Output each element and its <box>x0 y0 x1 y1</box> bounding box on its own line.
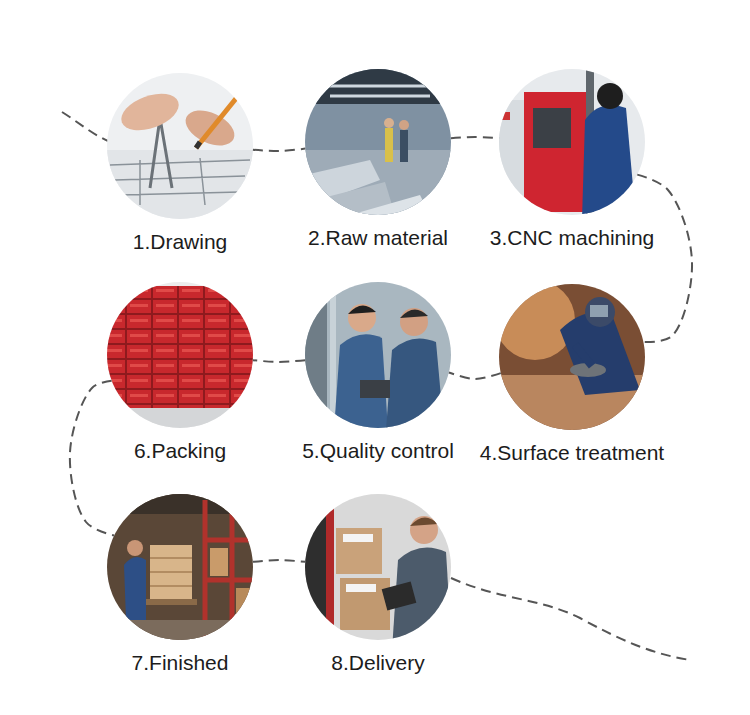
photo-circle <box>305 494 451 640</box>
photo-circle <box>499 284 645 430</box>
dashed-connector <box>70 381 114 536</box>
dashed-connector <box>253 149 305 151</box>
process-step: 1.Drawing <box>107 73 253 254</box>
dashed-connector <box>253 560 305 562</box>
dashed-tail <box>62 112 108 141</box>
process-step: 8.Delivery <box>305 494 451 675</box>
process-step: 3.CNC machining <box>484 69 661 250</box>
cnc-photo <box>495 66 655 226</box>
step-label: 4.Surface treatment <box>474 441 670 465</box>
step-label: 6.Packing <box>107 439 253 463</box>
process-step: 7.Finished <box>107 494 253 675</box>
packed-boxes-photo <box>100 280 260 440</box>
process-step: 6.Packing <box>107 282 253 463</box>
dashed-tail <box>451 578 690 660</box>
process-step: 4.Surface treatment <box>474 284 670 465</box>
dashed-connector <box>449 373 501 379</box>
warehouse-stock-photo <box>100 492 260 652</box>
photo-circle <box>305 282 451 428</box>
photo-circle <box>107 73 253 219</box>
step-label: 5.Quality control <box>296 439 460 463</box>
process-step: 2.Raw material <box>302 69 454 250</box>
warehouse-photo <box>300 66 460 230</box>
step-label: 7.Finished <box>107 651 253 675</box>
step-label: 1.Drawing <box>107 230 253 254</box>
process-step: 5.Quality control <box>296 282 460 463</box>
dashed-connector <box>637 175 692 342</box>
inspection-photo <box>300 280 460 440</box>
photo-circle <box>499 69 645 215</box>
photo-circle <box>107 282 253 428</box>
grinding-photo <box>495 280 655 440</box>
step-label: 8.Delivery <box>305 651 451 675</box>
photo-circle <box>107 494 253 640</box>
dashed-connector <box>451 137 499 138</box>
step-label: 2.Raw material <box>302 226 454 250</box>
step-label: 3.CNC machining <box>484 226 661 250</box>
photo-circle <box>305 69 451 215</box>
drawing-photo <box>100 66 260 230</box>
delivery-van-photo <box>300 492 460 652</box>
dashed-connector <box>253 360 305 362</box>
